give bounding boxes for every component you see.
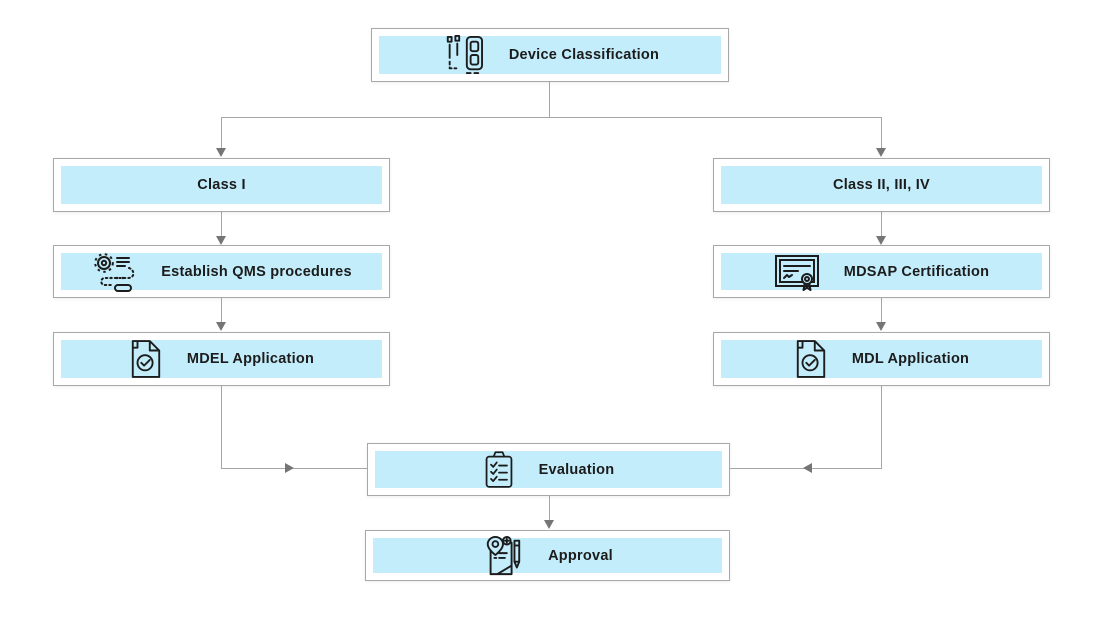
certificate-icon	[774, 252, 820, 292]
node-mdel-application: MDEL Application	[53, 332, 390, 386]
connector-devclass-stub	[549, 82, 550, 117]
node-label: Establish QMS procedures	[161, 263, 352, 280]
node-mdsap-certification: MDSAP Certification	[713, 245, 1050, 298]
approved-document-icon	[482, 535, 524, 577]
node-label: MDL Application	[851, 351, 970, 367]
node-establish-qms: Establish QMS procedures	[53, 245, 390, 298]
node-device-classification: Device Classification	[371, 28, 729, 82]
node-label: Approval	[548, 547, 613, 564]
medical-devices-icon	[441, 35, 485, 75]
connector-mdel-to-evaluation	[221, 468, 367, 469]
connector-evaluation-to-approval	[549, 496, 550, 521]
arrowhead-class-i-to-qms	[216, 236, 226, 245]
arrowhead-to-class-i	[216, 148, 226, 157]
connector-mdl-down	[881, 386, 882, 468]
gear-process-icon	[91, 252, 137, 292]
node-label: Device Classification	[508, 47, 660, 63]
document-check-icon	[794, 339, 828, 379]
arrowhead-qms-to-mdel	[216, 322, 226, 331]
arrowhead-to-class-ii-iii-iv	[876, 148, 886, 157]
connector-class-ii-to-mdsap	[881, 212, 882, 238]
node-mdl-application: MDL Application	[713, 332, 1050, 386]
node-approval: Approval	[365, 530, 730, 581]
connector-mdel-down	[221, 386, 222, 468]
node-label: MDEL Application	[186, 351, 315, 367]
node-label: MDSAP Certification	[843, 263, 990, 280]
node-label: Class II, III, IV	[833, 177, 930, 193]
node-evaluation: Evaluation	[367, 443, 730, 496]
connector-class-i-to-qms	[221, 212, 222, 238]
clipboard-checklist-icon	[483, 450, 515, 490]
node-class-i: Class I	[53, 158, 390, 212]
arrowhead-mdl-to-evaluation	[803, 463, 812, 473]
document-check-icon	[129, 339, 163, 379]
connector-qms-to-mdel	[221, 298, 222, 324]
arrowhead-mdsap-to-mdl	[876, 322, 886, 331]
connector-to-class-i	[221, 117, 222, 150]
node-class-ii-iii-iv: Class II, III, IV	[713, 158, 1050, 212]
connector-to-class-ii-iii-iv	[881, 117, 882, 150]
arrowhead-class-ii-to-mdsap	[876, 236, 886, 245]
connector-branch-horizontal	[221, 117, 882, 118]
node-label: Evaluation	[538, 461, 615, 478]
arrowhead-mdel-to-evaluation	[285, 463, 294, 473]
connector-mdsap-to-mdl	[881, 298, 882, 324]
arrowhead-evaluation-to-approval	[544, 520, 554, 529]
node-label: Class I	[197, 177, 246, 193]
